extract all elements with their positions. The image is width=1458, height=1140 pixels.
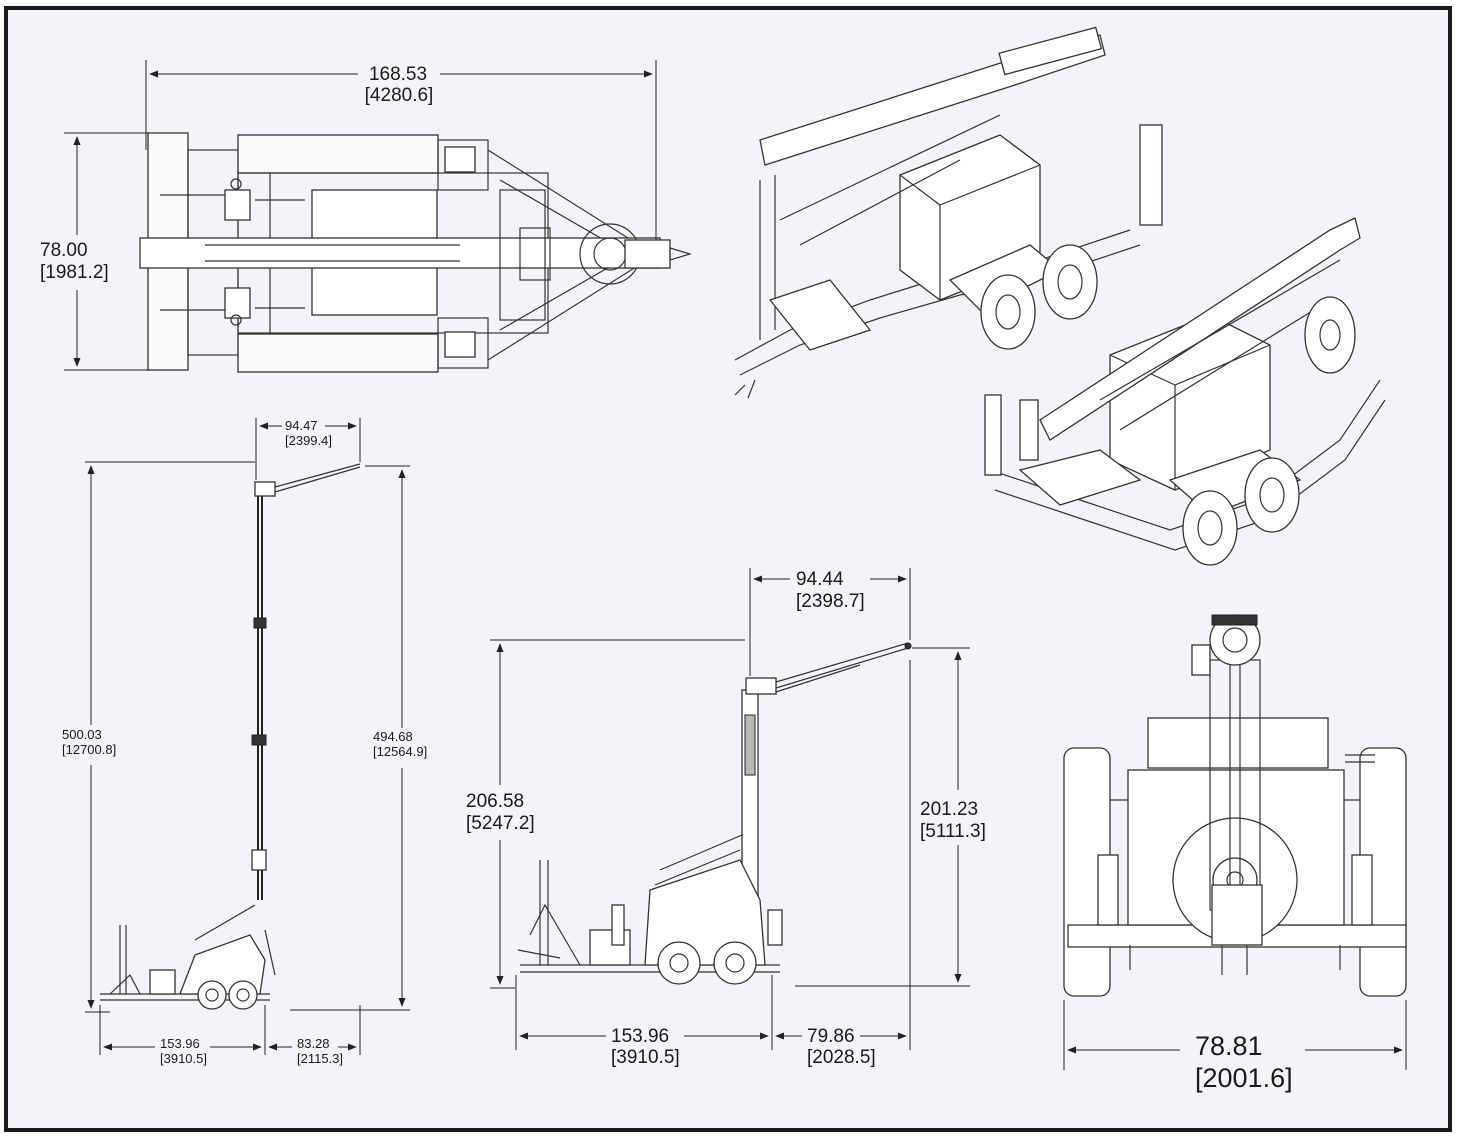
ext-rear-overhang-metric: [2115.3] bbox=[297, 1051, 343, 1066]
rear-view: 78.81 [2001.6] bbox=[1063, 614, 1407, 1093]
side-view-extended: 500.03 [12700.8] 494.68 [12564.9] 94.47 … bbox=[62, 418, 427, 1066]
stowed-boom-reach-metric: [2398.7] bbox=[796, 591, 865, 612]
side-view-stowed: 206.58 [5247.2] 201.23 [5111.3] 94.44 [2… bbox=[466, 568, 986, 1068]
top-length-metric: [4280.6] bbox=[365, 85, 434, 106]
ext-boom-reach-imperial: 94.47 bbox=[285, 418, 318, 433]
isometric-view-rear bbox=[984, 217, 1386, 566]
stowed-wheelbase-metric: [3910.5] bbox=[611, 1047, 680, 1068]
stowed-height-overall-imperial: 206.58 bbox=[466, 791, 524, 812]
ext-wheelbase-imperial: 153.96 bbox=[160, 1036, 200, 1051]
stowed-wheelbase-imperial: 153.96 bbox=[611, 1026, 669, 1047]
ext-boom-reach-metric: [2399.4] bbox=[285, 433, 332, 448]
rear-width-imperial: 78.81 bbox=[1195, 1031, 1263, 1061]
isometric-view-front bbox=[734, 26, 1163, 399]
stowed-height-tip-metric: [5111.3] bbox=[920, 821, 986, 842]
stowed-height-overall-metric: [5247.2] bbox=[466, 813, 535, 834]
top-length-imperial: 168.53 bbox=[369, 64, 427, 85]
top-width-imperial: 78.00 bbox=[40, 240, 88, 261]
top-view: 168.53 [4280.6] 78.00 [1981.2] bbox=[40, 60, 693, 373]
top-width-metric: [1981.2] bbox=[40, 262, 109, 283]
ext-rear-overhang-imperial: 83.28 bbox=[297, 1036, 330, 1051]
stowed-height-tip-imperial: 201.23 bbox=[920, 799, 978, 820]
ext-height-overall-metric: [12700.8] bbox=[62, 742, 116, 757]
ext-height-overall-imperial: 500.03 bbox=[62, 727, 102, 742]
ext-height-tip-metric: [12564.9] bbox=[373, 744, 427, 759]
rear-width-metric: [2001.6] bbox=[1195, 1063, 1293, 1093]
ext-height-tip-imperial: 494.68 bbox=[373, 729, 413, 744]
stowed-rear-overhang-imperial: 79.86 bbox=[807, 1026, 855, 1047]
stowed-boom-reach-imperial: 94.44 bbox=[796, 569, 844, 590]
ext-wheelbase-metric: [3910.5] bbox=[160, 1051, 207, 1066]
stowed-rear-overhang-metric: [2028.5] bbox=[807, 1047, 876, 1068]
